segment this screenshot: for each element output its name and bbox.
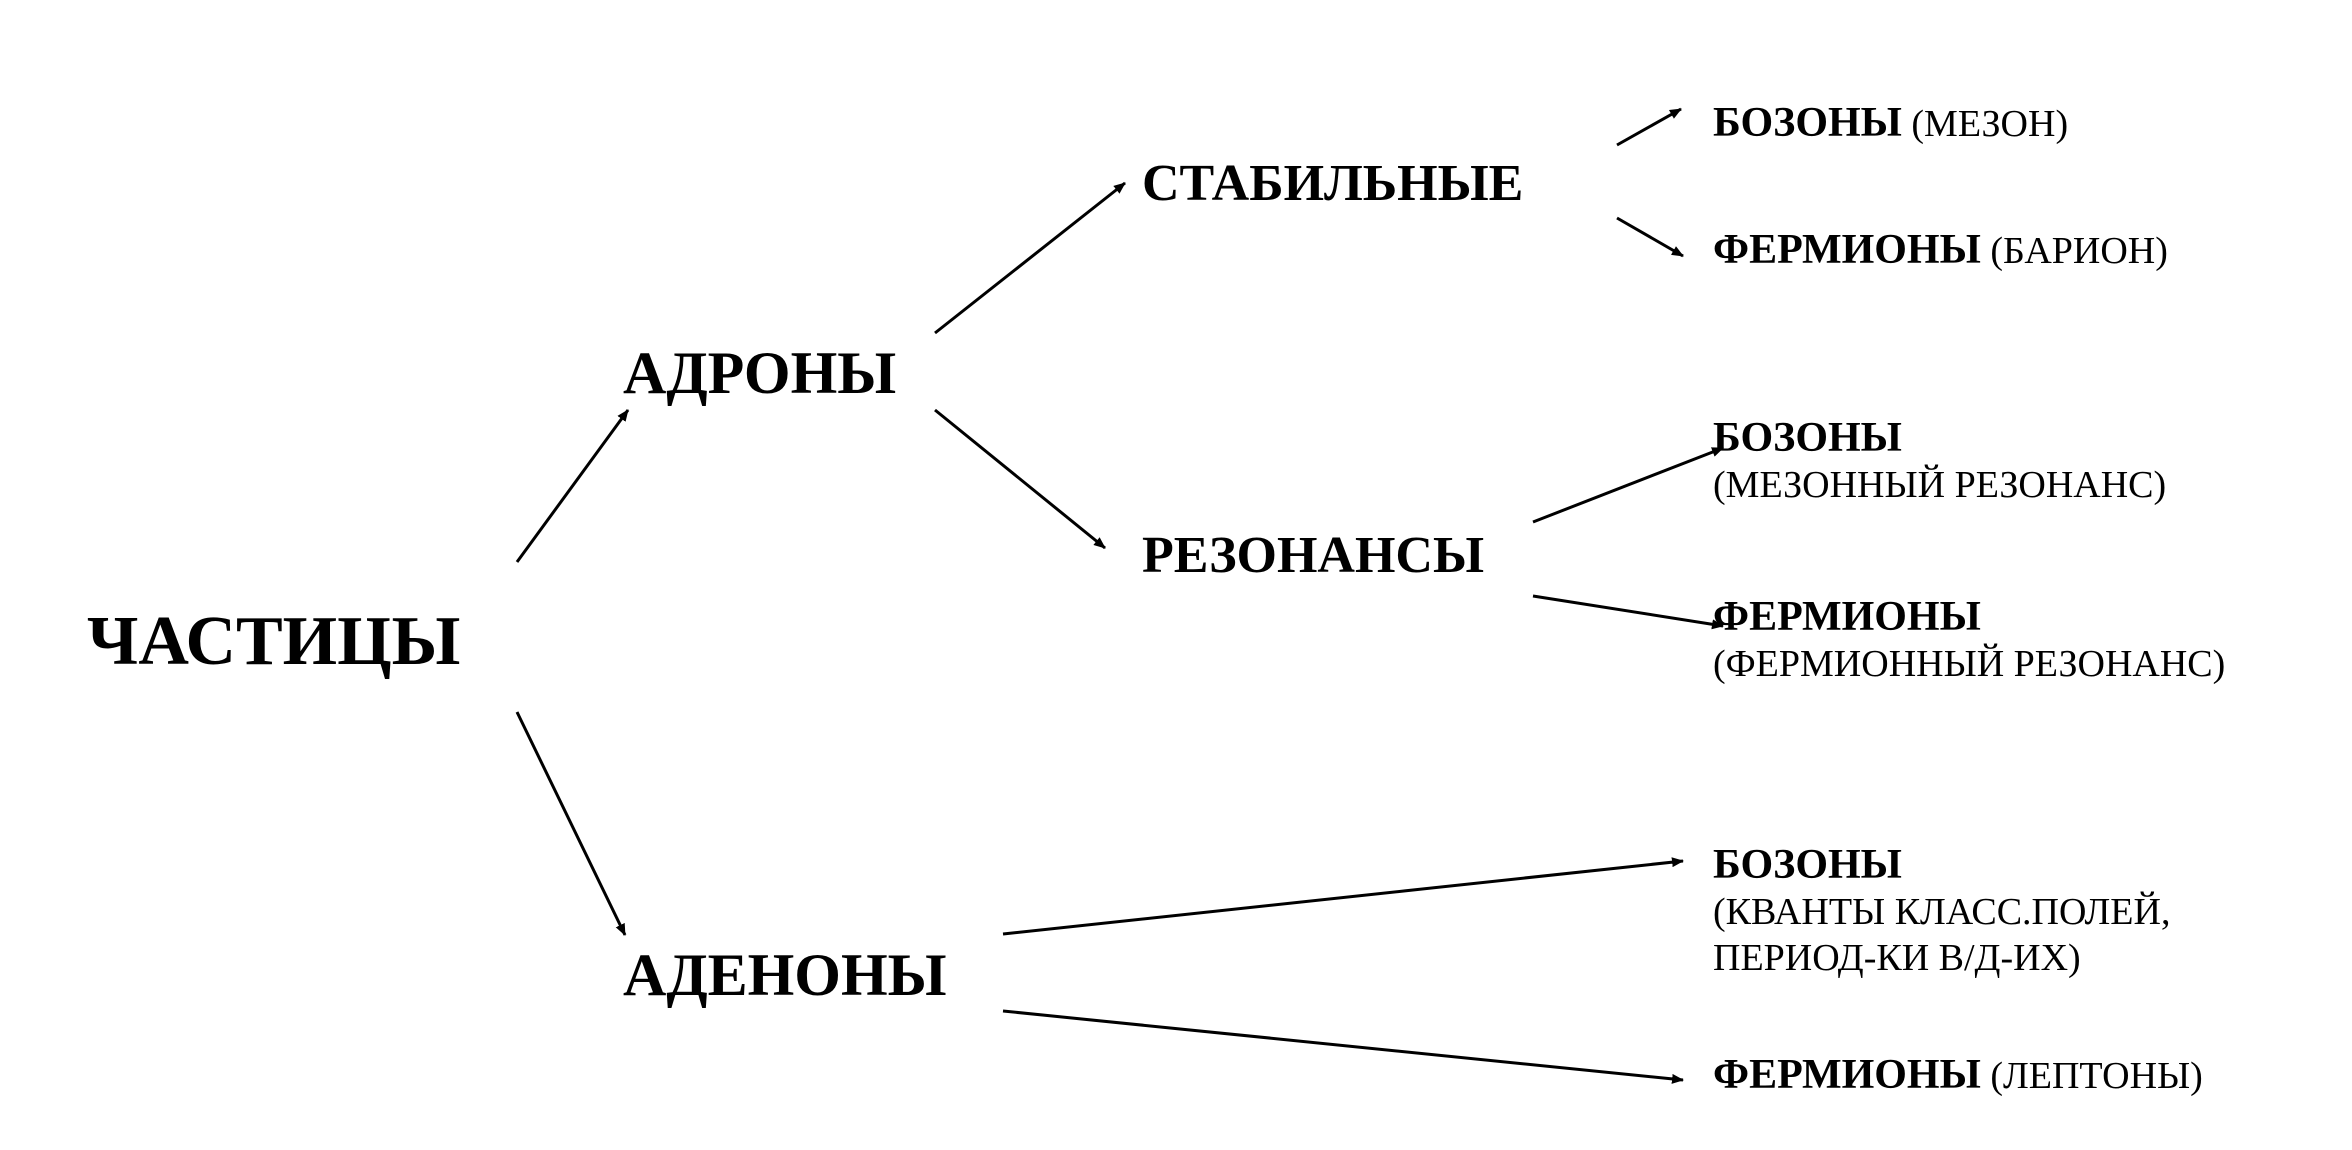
leaf-stable-bosons: БОЗОНЫ (МЕЗОН) (1713, 98, 2068, 148)
arrow-adenons-to-fermions (1002, 1009, 1684, 1084)
node-hadrons: АДРОНЫ (623, 340, 897, 406)
arrow-resonances-to-fermions (1532, 594, 1724, 630)
arrow-stable-to-bosons (1616, 107, 1682, 147)
leaf-resonance-fermions: ФЕРМИОНЫ (ФЕРМИОННЫЙ РЕЗОНАНС) (1713, 592, 2225, 688)
leaf-stable-fermions: ФЕРМИОНЫ (БАРИОН) (1713, 225, 2168, 275)
arrow-hadrons-to-stable (934, 181, 1126, 335)
leaf-note: (ФЕРМИОННЫЙ РЕЗОНАНС) (1713, 643, 2226, 686)
leaf-note: (БАРИОН) (1990, 230, 2168, 272)
leaf-lead: БОЗОНЫ (1713, 842, 1902, 888)
leaf-note: (МЕЗОННЫЙ РЕЗОНАНС) (1713, 464, 2167, 507)
leaf-note-line-1: (КВАНТЫ КЛАСС.ПОЛЕЙ, (1713, 891, 2171, 934)
leaf-lead: БОЗОНЫ (1713, 415, 1902, 461)
leaf-resonance-bosons: БОЗОНЫ (МЕЗОННЫЙ РЕЗОНАНС) (1713, 413, 2166, 509)
leaf-note: (МЕЗОН) (1911, 103, 2069, 145)
arrow-root-to-hadrons (515, 409, 630, 563)
arrow-root-to-adenons (515, 711, 627, 936)
arrow-adenons-to-bosons (1002, 857, 1684, 936)
leaf-adenon-fermions: ФЕРМИОНЫ (ЛЕПТОНЫ) (1713, 1050, 2203, 1100)
node-stable: СТАБИЛЬНЫЕ (1142, 155, 1524, 212)
leaf-lead: БОЗОНЫ (1713, 100, 1902, 146)
node-particles: ЧАСТИЦЫ (87, 603, 461, 680)
leaf-lead: ФЕРМИОНЫ (1713, 227, 1981, 273)
leaf-note: (ЛЕПТОНЫ) (1990, 1055, 2203, 1097)
leaf-adenon-bosons: БОЗОНЫ (КВАНТЫ КЛАСС.ПОЛЕЙ, ПЕРИОД-КИ В/… (1713, 840, 2170, 982)
arrow-hadrons-to-resonances (934, 408, 1106, 550)
arrow-stable-to-fermions (1616, 216, 1684, 258)
leaf-lead: ФЕРМИОНЫ (1713, 1052, 1981, 1098)
leaf-lead: ФЕРМИОНЫ (1713, 594, 1981, 640)
leaf-note-line-2: ПЕРИОД-КИ В/Д-ИХ) (1713, 936, 2081, 979)
arrow-resonances-to-bosons (1532, 446, 1724, 524)
node-adenons: АДЕНОНЫ (623, 942, 947, 1008)
node-resonances: РЕЗОНАНСЫ (1142, 527, 1485, 584)
